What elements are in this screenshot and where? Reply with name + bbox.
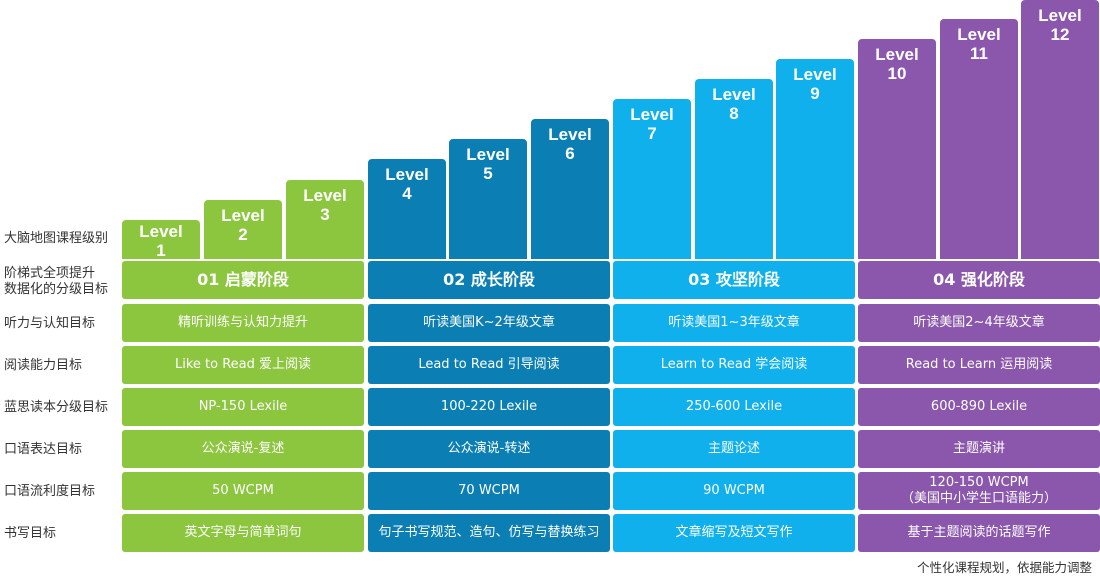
fluency-value: 120-150 WCPM <box>929 475 1029 490</box>
speaking-cell-1: 公众演说-复述 <box>122 430 364 468</box>
reading-cell-2: Lead to Read 引导阅读 <box>368 346 610 384</box>
level-word: Level <box>303 186 347 205</box>
reading-cell-1: Like to Read 爱上阅读 <box>122 346 364 384</box>
level-word: Level <box>221 206 265 225</box>
lexile-cell-3: 250-600 Lexile <box>613 388 855 426</box>
level-5-step: Level 5 <box>449 139 527 259</box>
row-label-course-level: 大脑地图课程级别 <box>4 231 109 246</box>
level-number: 10 <box>887 64 907 83</box>
level-number: 9 <box>810 84 820 103</box>
lexile-cell-1: NP-150 Lexile <box>122 388 364 426</box>
level-word: Level <box>875 45 919 64</box>
writing-cell-2: 句子书写规范、造句、仿写与替换练习 <box>368 514 610 552</box>
speaking-cell-3: 主题论述 <box>613 430 855 468</box>
lexile-cell-4: 600-890 Lexile <box>858 388 1100 426</box>
row-label-stage-line1: 阶梯式全项提升 <box>4 266 96 281</box>
row-label-writing: 书写目标 <box>4 526 57 541</box>
level-word: Level <box>139 222 183 241</box>
reading-cell-3: Learn to Read 学会阅读 <box>613 346 855 384</box>
level-number: 7 <box>647 124 657 143</box>
level-9-step: Level 9 <box>776 59 854 259</box>
level-word: Level <box>548 125 592 144</box>
level-word: Level <box>793 65 837 84</box>
lexile-cell-2: 100-220 Lexile <box>368 388 610 426</box>
level-number: 5 <box>483 164 493 183</box>
row-label-fluency: 口语流利度目标 <box>4 484 96 499</box>
row-label-speaking: 口语表达目标 <box>4 442 83 457</box>
footnote: 个性化课程规划，依据能力调整 <box>916 560 1092 575</box>
level-number: 11 <box>970 44 988 63</box>
level-word: Level <box>385 165 429 184</box>
row-label-lexile: 蓝思读本分级目标 <box>4 400 109 415</box>
level-8-step: Level 8 <box>695 79 773 259</box>
level-12-step: Level 12 <box>1021 0 1099 259</box>
row-label-listening: 听力与认知目标 <box>4 316 96 331</box>
speaking-cell-2: 公众演说-转述 <box>368 430 610 468</box>
level-word: Level <box>957 25 1001 44</box>
stage-cell-2: 02 成长阶段 <box>368 261 610 299</box>
level-number: 1 <box>156 241 166 260</box>
stage-cell-3: 03 攻坚阶段 <box>613 261 855 299</box>
row-label-stage-line2: 数据化的分级目标 <box>4 282 109 297</box>
level-7-step: Level 7 <box>613 99 691 259</box>
level-number: 6 <box>565 144 575 163</box>
level-10-step: Level 10 <box>858 39 936 259</box>
listening-cell-1: 精听训练与认知力提升 <box>122 304 364 342</box>
level-number: 4 <box>402 184 412 203</box>
fluency-cell-1: 50 WCPM <box>122 472 364 510</box>
level-3-step: Level 3 <box>286 180 364 259</box>
writing-cell-3: 文章缩写及短文写作 <box>613 514 855 552</box>
level-number: 2 <box>238 225 248 244</box>
level-number: 3 <box>320 205 330 224</box>
level-word: Level <box>630 105 674 124</box>
stage-cell-1: 01 启蒙阶段 <box>122 261 364 299</box>
level-2-step: Level 2 <box>204 200 282 259</box>
writing-cell-1: 英文字母与简单词句 <box>122 514 364 552</box>
level-1-step: Level 1 <box>122 220 200 260</box>
listening-cell-4: 听读美国2~4年级文章 <box>858 304 1100 342</box>
fluency-cell-3: 90 WCPM <box>613 472 855 510</box>
level-6-step: Level 6 <box>531 119 609 259</box>
speaking-cell-4: 主题演讲 <box>858 430 1100 468</box>
reading-cell-4: Read to Learn 运用阅读 <box>858 346 1100 384</box>
stage-cell-4: 04 强化阶段 <box>858 261 1100 299</box>
level-word: Level <box>712 85 756 104</box>
level-word: Level <box>1038 6 1082 25</box>
level-4-step: Level 4 <box>368 159 446 259</box>
level-11-step: Level 11 <box>940 19 1018 259</box>
fluency-cell-4: 120-150 WCPM （美国中小学生口语能力） <box>858 472 1100 510</box>
writing-cell-4: 基于主题阅读的话题写作 <box>858 514 1100 552</box>
fluency-note: （美国中小学生口语能力） <box>900 491 1057 506</box>
listening-cell-2: 听读美国K~2年级文章 <box>368 304 610 342</box>
level-word: Level <box>466 145 510 164</box>
listening-cell-3: 听读美国1~3年级文章 <box>613 304 855 342</box>
row-label-stage: 阶梯式全项提升 数据化的分级目标 <box>0 266 120 298</box>
level-number: 12 <box>1050 25 1070 44</box>
row-label-reading: 阅读能力目标 <box>4 358 83 373</box>
level-number: 8 <box>729 104 739 123</box>
fluency-cell-2: 70 WCPM <box>368 472 610 510</box>
